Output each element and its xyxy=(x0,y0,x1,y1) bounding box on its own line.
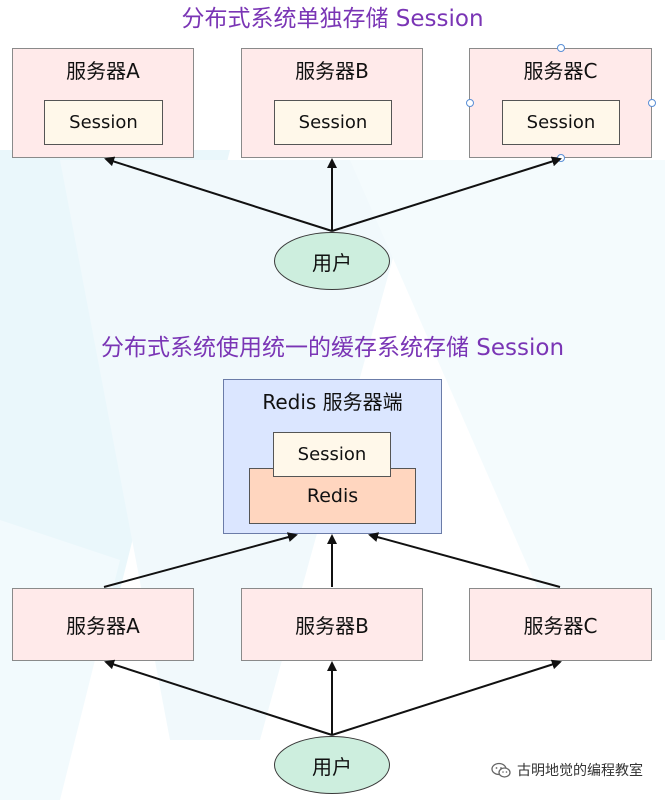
resize-handle-top[interactable] xyxy=(557,44,565,52)
resize-handle-left[interactable] xyxy=(466,99,474,107)
server-a-box-2: 服务器A xyxy=(12,588,194,661)
resize-handle-right[interactable] xyxy=(648,99,656,107)
arrow-user2-to-server-c xyxy=(331,659,562,736)
redis-session-box: Session xyxy=(273,432,391,477)
arrow-user-to-server-a xyxy=(104,156,333,232)
server-b-box-2: 服务器B xyxy=(241,588,423,661)
arrow-server-a-to-redis xyxy=(103,532,298,588)
redis-core-box: Redis xyxy=(249,468,416,524)
wechat-icon xyxy=(491,762,511,778)
server-a-session: Session xyxy=(44,100,163,145)
arrow-user2-to-server-a xyxy=(104,659,333,736)
watermark: 古明地觉的编程教室 xyxy=(491,760,643,780)
server-c-session: Session xyxy=(502,100,620,145)
redis-server-label: Redis 服务器端 xyxy=(262,390,403,414)
server-b-label: 服务器B xyxy=(295,59,369,83)
arrow-server-c-to-redis xyxy=(368,532,561,588)
arrow-user-to-server-c xyxy=(331,156,562,232)
section2-title: 分布式系统使用统一的缓存系统存储 Session xyxy=(100,335,565,361)
watermark-text: 古明地觉的编程教室 xyxy=(517,763,643,779)
user-node-1: 用户 xyxy=(274,232,390,290)
user-node-2: 用户 xyxy=(274,736,390,794)
server-b-session: Session xyxy=(274,100,392,145)
server-c-label: 服务器C xyxy=(523,59,598,83)
server-a-label: 服务器A xyxy=(66,59,140,83)
section1-title: 分布式系统单独存储 Session xyxy=(181,6,484,32)
